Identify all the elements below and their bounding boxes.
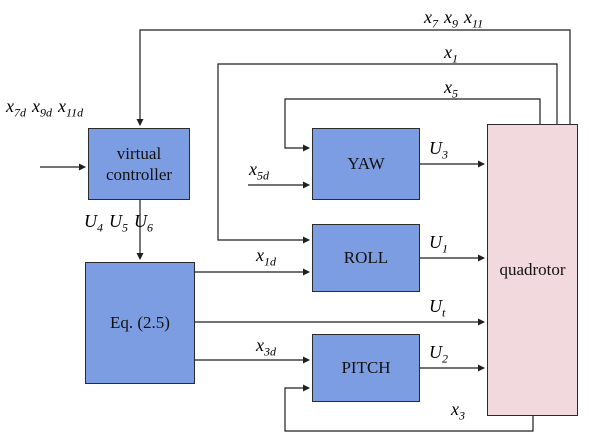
block-eq25: Eq. (2.5) bbox=[85, 262, 195, 384]
label-ref-inputs: x7d x9d x11d bbox=[6, 96, 84, 120]
block-yaw: YAW bbox=[312, 128, 420, 200]
math-term: x1 bbox=[444, 42, 458, 66]
math-term: x9 bbox=[444, 7, 458, 31]
label-x1d: x1d bbox=[256, 245, 276, 269]
math-term: x11d bbox=[58, 96, 84, 120]
math-term: x5d bbox=[249, 159, 269, 183]
label-u2: U2 bbox=[429, 342, 448, 366]
label-x3d: x3d bbox=[256, 335, 276, 359]
pitch-label: PITCH bbox=[341, 358, 391, 378]
math-term: x7 bbox=[424, 7, 438, 31]
eq25-label: Eq. (2.5) bbox=[110, 313, 170, 333]
math-term: U6 bbox=[134, 211, 153, 235]
block-roll: ROLL bbox=[312, 224, 420, 292]
wire-feedback-x5 bbox=[284, 98, 541, 152]
math-term: U5 bbox=[109, 211, 128, 235]
wire-feedback-x1 bbox=[217, 63, 558, 244]
label-x5: x5 bbox=[444, 77, 458, 101]
math-term: Ut bbox=[429, 296, 446, 320]
block-quadrotor: quadrotor bbox=[487, 124, 578, 416]
label-ut: Ut bbox=[429, 296, 446, 320]
math-term: U1 bbox=[429, 232, 448, 256]
quadrotor-label: quadrotor bbox=[499, 260, 566, 280]
label-u3: U3 bbox=[429, 138, 448, 162]
math-term: x5 bbox=[444, 77, 458, 101]
math-term: x3d bbox=[256, 335, 276, 359]
virtual-controller-label: virtual controller bbox=[105, 143, 173, 184]
math-term: x3 bbox=[451, 399, 465, 423]
math-term: x1d bbox=[256, 245, 276, 269]
yaw-label: YAW bbox=[347, 154, 385, 174]
label-u1: U1 bbox=[429, 232, 448, 256]
math-term: x11 bbox=[464, 7, 484, 31]
math-term: U4 bbox=[84, 211, 103, 235]
label-x5d: x5d bbox=[249, 159, 269, 183]
block-pitch: PITCH bbox=[312, 334, 420, 402]
math-term: x7d bbox=[6, 96, 26, 120]
label-x1: x1 bbox=[444, 42, 458, 66]
math-term: x9d bbox=[32, 96, 52, 120]
math-term: U2 bbox=[429, 342, 448, 366]
math-term: U3 bbox=[429, 138, 448, 162]
label-x3: x3 bbox=[451, 399, 465, 423]
wire-feedback-x3 bbox=[284, 384, 534, 432]
roll-label: ROLL bbox=[343, 248, 389, 268]
block-virtual-controller: virtual controller bbox=[88, 128, 190, 200]
wire-feedback-x7-x9-x11 bbox=[136, 29, 571, 126]
